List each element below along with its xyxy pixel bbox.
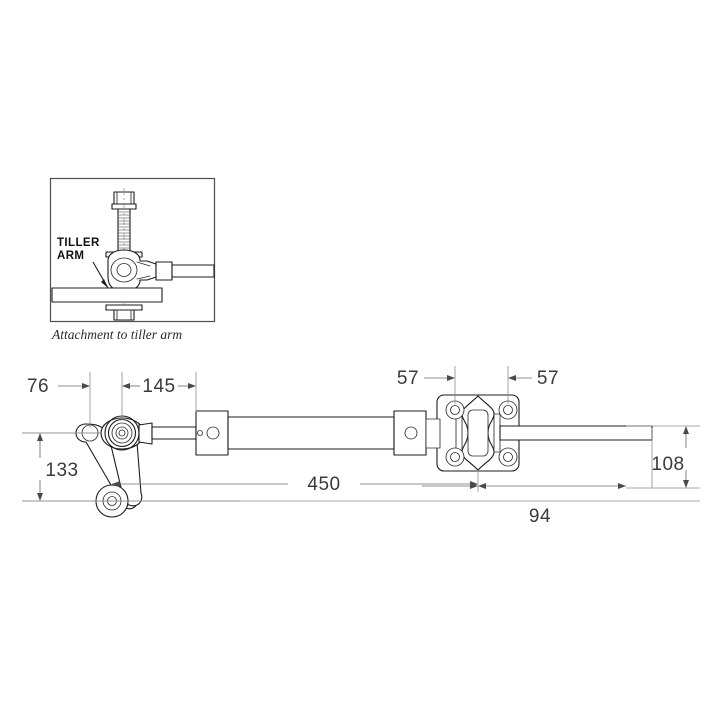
main-elevation-group (75, 394, 653, 518)
inset-detail-group: TILLER ARM Attachment to tiller arm (49, 177, 216, 342)
inset-caption: Attachment to tiller arm (51, 327, 182, 342)
dim-76-text: 76 (27, 376, 49, 397)
dim-145-text: 145 (142, 376, 175, 397)
tiller-arm-plate-icon (51, 287, 163, 303)
pivot-mounting-bracket (425, 394, 520, 472)
tiller-arm-callout-line1: TILLER (57, 237, 100, 249)
cylinder-rod-icon (155, 261, 215, 281)
rod-end-bearing-icon (107, 249, 157, 292)
dim-108-text: 108 (651, 454, 684, 475)
dim-133-text: 133 (45, 460, 78, 481)
rod-end-bearing-main (100, 415, 153, 451)
tiller-arm-leader-arrowhead (101, 279, 108, 288)
cylinder-end-cap-right (393, 410, 427, 456)
dim-57-right: 57 (508, 368, 559, 389)
dim-57-left-text: 57 (397, 368, 419, 389)
dim-57-left: 57 (397, 368, 455, 389)
dim-76: 76 (27, 376, 90, 397)
dim-133: 133 (37, 433, 78, 501)
cylinder-barrel (227, 416, 395, 450)
dim-108: 108 (651, 426, 689, 488)
cylinder-end-cap-left (195, 410, 229, 456)
dim-145: 145 (122, 376, 196, 397)
dim-57-right-text: 57 (537, 368, 559, 389)
tiller-arm-callout-line2: ARM (57, 250, 84, 262)
hex-nut-icon (113, 309, 135, 321)
support-rod (499, 425, 653, 441)
lower-washer-icon (105, 304, 143, 311)
dimension-annotations: 76 145 57 57 (22, 366, 700, 527)
dim-450-text: 450 (307, 474, 340, 495)
dim-94-text: 94 (529, 506, 551, 527)
dim-94: 94 (22, 470, 700, 527)
